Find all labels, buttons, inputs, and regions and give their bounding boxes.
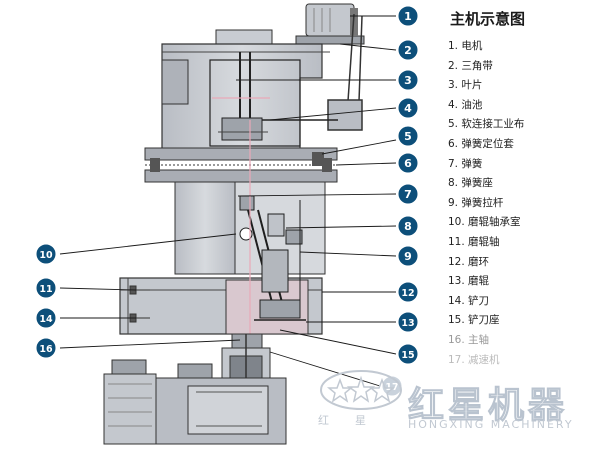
badge-number: 6	[404, 157, 412, 170]
badge-circle	[397, 215, 419, 237]
reducer-shape	[103, 359, 287, 445]
part-badge-2: 2	[397, 39, 419, 61]
badge-number: 2	[404, 44, 412, 57]
badge-circle	[397, 97, 419, 119]
list-item: 6. 弹簧定位套	[448, 137, 514, 150]
part-badge-15: 15	[397, 343, 419, 365]
badge-circle	[397, 125, 419, 147]
part-badge-17: 17	[381, 375, 403, 397]
part-badge-9: 9	[397, 245, 419, 267]
badge-number: 16	[39, 344, 53, 355]
part-badge-7: 7	[397, 183, 419, 205]
badge-circle	[397, 343, 419, 365]
part-badge-11: 11	[35, 277, 57, 299]
badge-number: 11	[39, 284, 52, 295]
badge-number: 14	[39, 314, 53, 325]
leader-lines	[59, 15, 397, 387]
center-axis	[212, 97, 270, 340]
badge-number: 17	[385, 382, 398, 393]
list-item: 2. 三角带	[448, 59, 493, 72]
badge-circle	[397, 152, 419, 174]
list-item: 4. 油池	[448, 98, 483, 111]
list-item: 12. 磨环	[448, 255, 490, 268]
part-badge-10: 10	[35, 243, 57, 265]
parts-legend: 主机示意图 1. 电机 2. 三角带 3. 叶片 4. 油池 5. 软连接工业布…	[448, 8, 598, 370]
analyzer-housing	[161, 29, 340, 151]
list-item: 14. 铲刀	[448, 294, 490, 307]
badge-circle	[35, 243, 57, 265]
badge-number: 10	[39, 250, 53, 261]
badge-circle	[397, 39, 419, 61]
belt-shape	[327, 13, 363, 131]
list-item: 1. 电机	[448, 40, 483, 52]
part-badge-13: 13	[397, 311, 419, 333]
badge-circle	[35, 277, 57, 299]
badge-number: 1	[404, 10, 412, 23]
list-item: 7. 弹簧	[448, 157, 483, 170]
badge-circle	[397, 311, 419, 333]
badge-number: 5	[404, 130, 412, 143]
part-badge-16: 16	[35, 337, 57, 359]
part-badge-12: 12	[397, 281, 419, 303]
badge-number: 12	[401, 288, 414, 299]
badge-number: 9	[404, 250, 412, 263]
part-badge-4: 4	[397, 97, 419, 119]
part-badge-1: 1	[397, 5, 419, 27]
list-item: 15. 铲刀座	[448, 314, 500, 327]
list-item: 5. 软连接工业布	[448, 118, 525, 131]
badge-number: 4	[404, 102, 412, 115]
part-badge-8: 8	[397, 215, 419, 237]
list-item: 13. 磨辊	[448, 275, 490, 288]
badge-number: 3	[404, 74, 412, 87]
badge-circle	[397, 183, 419, 205]
list-item: 10. 磨辊轴承室	[448, 216, 521, 229]
roller-assembly	[239, 195, 306, 321]
parts-list: 1. 电机 2. 三角带 3. 叶片 4. 油池 5. 软连接工业布 6. 弹簧…	[448, 37, 598, 370]
part-badge-5: 5	[397, 125, 419, 147]
badge-circle	[397, 281, 419, 303]
badge-number: 7	[404, 188, 412, 201]
badge-circle	[35, 337, 57, 359]
badge-circle	[397, 69, 419, 91]
part-badge-14: 14	[35, 307, 57, 329]
badge-circle	[397, 245, 419, 267]
legend-title: 主机示意图	[450, 10, 526, 28]
list-item: 9. 弹簧拉杆	[448, 196, 504, 209]
list-item: 16. 主轴	[448, 333, 490, 346]
badge-number: 8	[404, 220, 412, 233]
list-item: 17. 减速机	[448, 353, 500, 366]
badge-number: 13	[401, 318, 414, 329]
badge-circle	[397, 5, 419, 27]
part-badge-6: 6	[397, 152, 419, 174]
badge-circle	[35, 307, 57, 329]
list-item: 11. 磨辊轴	[448, 235, 500, 248]
badge-number: 15	[401, 350, 414, 361]
spring-flange	[144, 147, 338, 183]
list-item: 8. 弹簧座	[448, 177, 493, 190]
part-badge-3: 3	[397, 69, 419, 91]
list-item: 3. 叶片	[448, 79, 483, 92]
